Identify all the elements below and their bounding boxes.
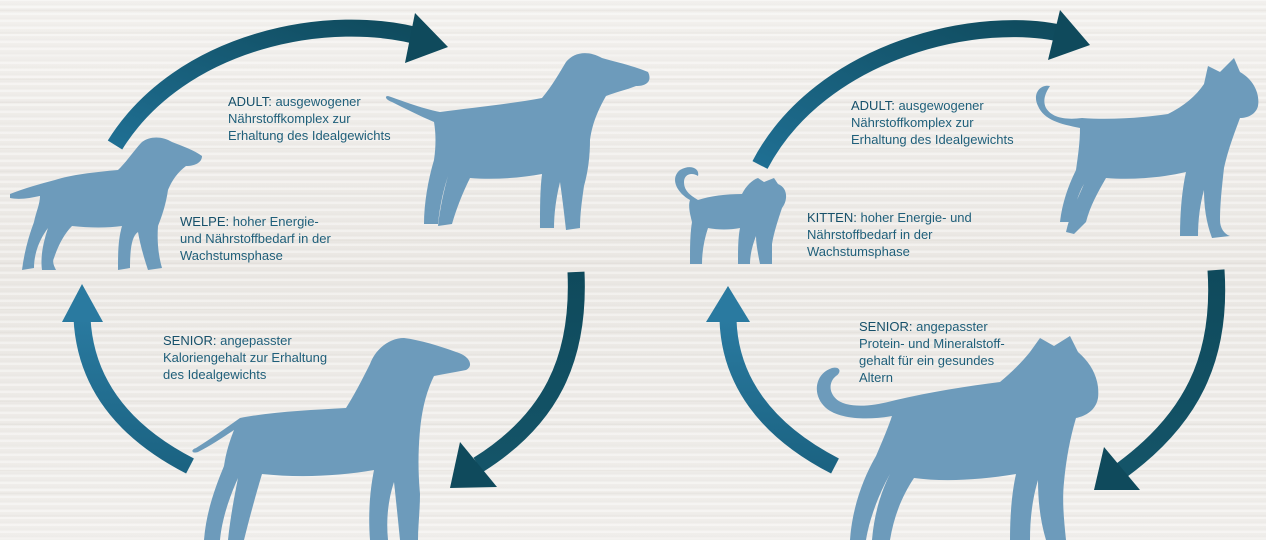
label-kitten: KITTEN: [807,210,857,225]
cat-arrow-left [706,286,839,474]
text-line: hoher Energie- und [860,210,972,225]
caption-dog-senior: SENIOR: angepasster Kaloriengehalt zur E… [163,332,373,383]
caption-dog-adult: ADULT: ausgewogener Nährstoffkomplex zur… [228,93,438,144]
senior-dog-silhouette [192,338,471,540]
text-line: Erhaltung des Idealgewichts [851,132,1014,147]
caption-dog-welpe: WELPE: hoher Energie- und Nährstoffbedar… [180,213,390,264]
text-line: Kaloriengehalt zur Erhaltung [163,350,328,365]
label-adult: ADULT: [851,98,895,113]
dog-arrow-top [107,13,448,150]
kitten-silhouette [675,167,787,264]
senior-cat-silhouette [816,336,1099,540]
text-line: hoher Energie- [232,214,319,229]
cat-arrow-top [752,10,1090,169]
label-adult: ADULT: [228,94,272,109]
text-line: des Idealgewichts [163,367,267,382]
caption-cat-adult: ADULT: ausgewogener Nährstoffkomplex zur… [851,97,1061,148]
text-line: Altern [859,370,893,385]
text-line: Nährstoffkomplex zur [851,115,974,130]
cat-arrow-right [1094,269,1226,490]
label-senior: SENIOR: [859,319,913,334]
caption-cat-kitten: KITTEN: hoher Energie- und Nährstoffbeda… [807,209,1017,260]
text-line: Wachstumsphase [807,244,910,259]
text-line: und Nährstoffbedarf in der [180,231,331,246]
dog-arrow-left [62,284,194,474]
caption-cat-senior: SENIOR: angepasster Protein- und Mineral… [859,318,1059,386]
text-line: Erhaltung des Idealgewichts [228,128,391,143]
text-line: gehalt für ein gesundes [859,353,995,368]
adult-dog-silhouette [385,53,650,230]
text-line: Nährstoffbedarf in der [807,227,933,242]
text-line: ausgewogener [275,94,361,109]
text-line: Wachstumsphase [180,248,283,263]
dog-arrow-right [450,271,585,488]
text-line: ausgewogener [898,98,984,113]
adult-cat-silhouette [1035,58,1259,238]
text-line: Protein- und Mineralstoff- [859,336,1005,351]
text-line: angepasster [220,333,292,348]
label-senior: SENIOR: [163,333,217,348]
puppy-silhouette [10,137,202,270]
text-line: Nährstoffkomplex zur [228,111,351,126]
text-line: angepasster [916,319,988,334]
label-welpe: WELPE: [180,214,230,229]
